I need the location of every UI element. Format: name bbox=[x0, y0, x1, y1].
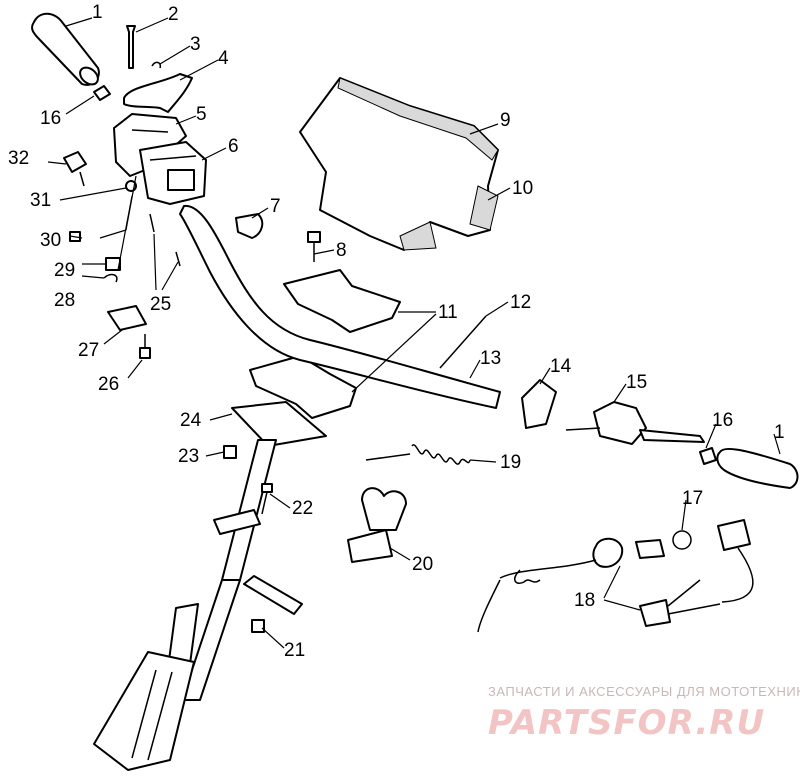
callout-13: 13 bbox=[480, 348, 501, 369]
callout-15: 15 bbox=[626, 372, 647, 393]
callout-25: 25 bbox=[150, 294, 171, 315]
callout-1-left: 1 bbox=[92, 2, 103, 23]
end-plug-16-right bbox=[699, 447, 717, 465]
callout-labels: 1 2 3 4 5 6 7 8 9 10 11 12 13 14 15 16 1… bbox=[8, 2, 785, 661]
clamp-11-upper bbox=[283, 269, 401, 333]
callout-29: 29 bbox=[54, 260, 75, 281]
callout-26: 26 bbox=[98, 374, 119, 395]
callout-12: 12 bbox=[510, 292, 531, 313]
watermark-tagline: ЗАПЧАСТИ И АКСЕССУАРЫ ДЛЯ МОТОТЕХНИКИ bbox=[488, 684, 800, 699]
callout-4: 4 bbox=[218, 48, 229, 69]
throttle-lever-4 bbox=[123, 73, 193, 113]
clip-3 bbox=[151, 61, 162, 69]
callout-27: 27 bbox=[78, 340, 99, 361]
callout-21: 21 bbox=[284, 640, 305, 661]
callout-10: 10 bbox=[512, 178, 533, 199]
leader-lines bbox=[47, 17, 781, 649]
callout-5: 5 bbox=[196, 104, 207, 125]
key-switch-18 bbox=[477, 519, 754, 633]
callout-17: 17 bbox=[682, 488, 703, 509]
callout-6: 6 bbox=[228, 136, 239, 157]
bracket-14 bbox=[521, 379, 557, 429]
watermark-brand: PARTSFOR.RU bbox=[488, 703, 765, 743]
callout-16-right: 16 bbox=[712, 410, 733, 431]
bolt-8 bbox=[307, 231, 321, 262]
nut-23 bbox=[223, 445, 237, 459]
column-clamp bbox=[213, 509, 261, 535]
tube-21 bbox=[243, 575, 303, 633]
watermark: ЗАПЧАСТИ И АКСЕССУАРЫ ДЛЯ МОТОТЕХНИКИ PA… bbox=[488, 684, 800, 743]
callout-18: 18 bbox=[574, 590, 595, 611]
grip-left bbox=[31, 12, 100, 86]
callout-32: 32 bbox=[8, 148, 29, 169]
brake-lever-15 bbox=[565, 401, 705, 445]
bolt-22 bbox=[261, 483, 273, 515]
switch-housing-6 bbox=[139, 141, 207, 205]
callout-3: 3 bbox=[190, 34, 201, 55]
steering-arm bbox=[93, 603, 199, 771]
bracket-20 bbox=[347, 487, 407, 563]
callout-28: 28 bbox=[54, 290, 75, 311]
callout-23: 23 bbox=[178, 446, 199, 467]
callout-7: 7 bbox=[270, 196, 281, 217]
bolt-2 bbox=[126, 25, 136, 69]
callout-30: 30 bbox=[40, 230, 61, 251]
callout-2: 2 bbox=[168, 4, 179, 25]
steering-column-24 bbox=[181, 401, 327, 701]
hood-pod-9 bbox=[299, 77, 499, 251]
callout-1-right: 1 bbox=[774, 422, 785, 443]
callout-11: 11 bbox=[438, 302, 458, 323]
washer-28 bbox=[103, 273, 118, 283]
grip-right bbox=[716, 447, 799, 489]
cable-12 bbox=[439, 315, 487, 369]
callout-16-left: 16 bbox=[40, 108, 61, 129]
screws-25 bbox=[149, 213, 181, 267]
callout-9: 9 bbox=[500, 110, 511, 131]
bolt-26 bbox=[139, 334, 151, 359]
callout-14: 14 bbox=[550, 356, 572, 377]
callout-19: 19 bbox=[500, 452, 521, 473]
callout-8: 8 bbox=[336, 240, 347, 261]
clip-7 bbox=[235, 213, 264, 239]
handlebar-13 bbox=[179, 204, 501, 409]
callout-22: 22 bbox=[292, 498, 313, 519]
callout-24: 24 bbox=[180, 410, 202, 431]
end-plug-16-left bbox=[93, 85, 111, 101]
callout-31: 31 bbox=[30, 190, 51, 211]
callout-20: 20 bbox=[412, 554, 433, 575]
switch-32 bbox=[63, 151, 87, 187]
bracket-27 bbox=[107, 305, 147, 331]
spring-19 bbox=[365, 444, 471, 465]
